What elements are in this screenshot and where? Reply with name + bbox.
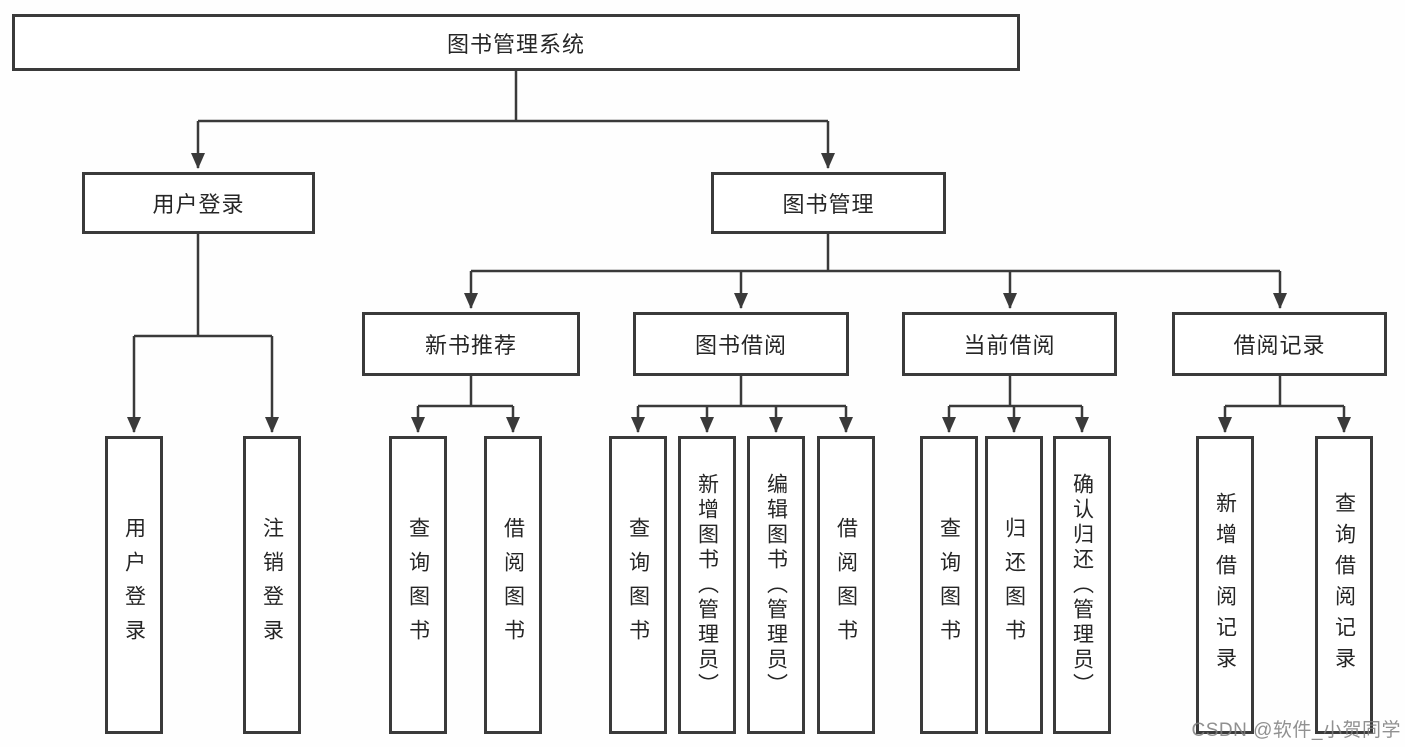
node-label: 查询图书 (626, 517, 650, 653)
node-borrow-records: 借阅记录 (1172, 312, 1387, 376)
node-label: 注销登录 (260, 517, 284, 653)
node-book-borrow: 图书借阅 (633, 312, 849, 376)
node-label: 借阅图书 (501, 517, 525, 653)
leaf-query-books-current: 查询图书 (920, 436, 978, 734)
node-label: 确认归还（管理员） (1070, 472, 1094, 698)
node-label: 新书推荐 (424, 333, 517, 358)
node-root: 图书管理系统 (12, 14, 1020, 71)
node-label: 图书管理 (782, 192, 875, 217)
leaf-edit-books-admin: 编辑图书（管理员） (747, 436, 805, 734)
node-label: 用户登录 (122, 517, 146, 653)
leaf-borrow-books-recommend: 借阅图书 (484, 436, 542, 734)
node-label: 图书借阅 (694, 333, 787, 358)
csdn-watermark: CSDN @软件_小贺同学 (1191, 720, 1401, 741)
node-label: 查询借阅记录 (1332, 492, 1356, 678)
node-label: 借阅记录 (1233, 333, 1326, 358)
node-book-management: 图书管理 (711, 172, 946, 234)
node-label: 编辑图书（管理员） (764, 472, 788, 698)
node-label: 图书管理系统 (446, 31, 585, 57)
leaf-borrow-books: 借阅图书 (817, 436, 875, 734)
leaf-add-books-admin: 新增图书（管理员） (678, 436, 736, 734)
node-label: 借阅图书 (834, 517, 858, 653)
leaf-add-borrow-record: 新增借阅记录 (1196, 436, 1254, 734)
leaf-user-login: 用户登录 (105, 436, 163, 734)
node-label: 查询图书 (937, 517, 961, 653)
node-label: 归还图书 (1002, 517, 1026, 653)
leaf-query-books-recommend: 查询图书 (389, 436, 447, 734)
leaf-logout: 注销登录 (243, 436, 301, 734)
node-new-book-recommend: 新书推荐 (362, 312, 580, 376)
node-label: 当前借阅 (963, 333, 1056, 358)
leaf-query-books-borrow: 查询图书 (609, 436, 667, 734)
node-user-login: 用户登录 (82, 172, 315, 234)
leaf-return-books: 归还图书 (985, 436, 1043, 734)
node-label: 新增图书（管理员） (695, 472, 719, 698)
leaf-confirm-return-admin: 确认归还（管理员） (1053, 436, 1111, 734)
node-current-borrow: 当前借阅 (902, 312, 1117, 376)
node-label: 新增借阅记录 (1213, 492, 1237, 678)
node-label: 查询图书 (406, 517, 430, 653)
leaf-query-borrow-record: 查询借阅记录 (1315, 436, 1373, 734)
node-label: 用户登录 (152, 192, 245, 217)
